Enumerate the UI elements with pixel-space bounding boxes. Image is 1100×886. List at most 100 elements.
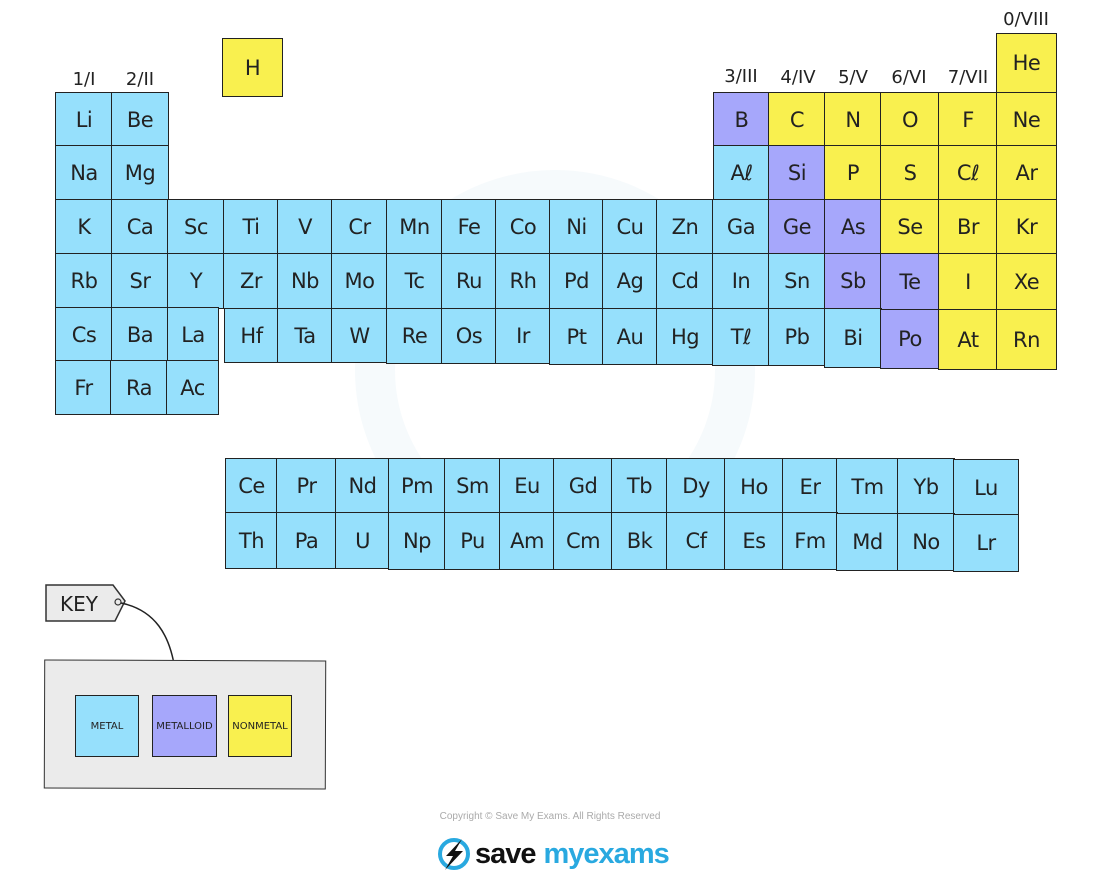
element-Ru: Ru bbox=[441, 253, 497, 309]
element-Lu: Lu bbox=[953, 459, 1019, 516]
element-P: P bbox=[824, 145, 882, 201]
element-Tm: Tm bbox=[836, 458, 899, 515]
element-Md: Md bbox=[836, 513, 899, 571]
element-Ne: Ne bbox=[996, 92, 1057, 147]
element-Sc: Sc bbox=[167, 199, 225, 255]
element-Cl: Cℓ bbox=[938, 145, 998, 201]
element-Xe: Xe bbox=[996, 253, 1057, 311]
element-N: N bbox=[824, 92, 882, 147]
element-Nb: Nb bbox=[277, 253, 333, 309]
element-La: La bbox=[167, 307, 219, 362]
element-Pr: Pr bbox=[276, 458, 337, 514]
group-label-0: 0/VIII bbox=[1003, 9, 1049, 30]
logo-text-myexams: myexams bbox=[543, 837, 670, 870]
logo-text-save: save bbox=[475, 837, 537, 870]
element-Er: Er bbox=[782, 458, 838, 515]
key-metalloid-swatch: METALLOID bbox=[152, 695, 217, 757]
element-K: K bbox=[55, 199, 113, 255]
element-B: B bbox=[713, 92, 770, 147]
element-As: As bbox=[824, 199, 882, 255]
element-Pb: Pb bbox=[768, 308, 826, 366]
element-Pa: Pa bbox=[276, 512, 337, 569]
element-Br: Br bbox=[938, 199, 998, 255]
element-Ge: Ge bbox=[768, 199, 826, 255]
element-Li: Li bbox=[55, 92, 113, 147]
element-Th: Th bbox=[225, 512, 278, 569]
element-Eu: Eu bbox=[499, 458, 555, 514]
element-Ar: Ar bbox=[996, 145, 1057, 201]
element-Cr: Cr bbox=[331, 199, 388, 255]
element-Nd: Nd bbox=[335, 458, 390, 514]
element-Os: Os bbox=[441, 308, 497, 364]
key-tag-icon bbox=[45, 584, 126, 622]
element-Rh: Rh bbox=[495, 253, 551, 309]
element-Pt: Pt bbox=[549, 308, 604, 365]
element-V: V bbox=[277, 199, 333, 255]
element-He: He bbox=[996, 33, 1057, 93]
element-Bi: Bi bbox=[824, 308, 882, 368]
element-Tl: Tℓ bbox=[712, 308, 770, 366]
element-I: I bbox=[938, 253, 998, 311]
element-Te: Te bbox=[880, 253, 940, 311]
element-S: S bbox=[880, 145, 940, 201]
element-Pu: Pu bbox=[444, 512, 501, 570]
group-label-6: 6/VI bbox=[891, 67, 927, 88]
group-label-4: 4/IV bbox=[780, 67, 816, 88]
element-Y: Y bbox=[167, 253, 225, 309]
element-Ac: Ac bbox=[166, 360, 219, 415]
element-Sr: Sr bbox=[111, 253, 169, 309]
element-Ir: Ir bbox=[495, 308, 551, 364]
element-Cd: Cd bbox=[656, 253, 714, 309]
element-Po: Po bbox=[880, 309, 940, 369]
element-Ho: Ho bbox=[724, 458, 784, 515]
element-H: H bbox=[222, 38, 283, 97]
element-Tc: Tc bbox=[386, 253, 443, 309]
element-Hg: Hg bbox=[656, 308, 714, 365]
group-label-3: 3/III bbox=[724, 66, 758, 87]
element-F: F bbox=[938, 92, 998, 147]
element-Au: Au bbox=[602, 308, 658, 365]
element-No: No bbox=[897, 513, 955, 571]
element-Ni: Ni bbox=[549, 199, 604, 255]
element-Pd: Pd bbox=[549, 253, 604, 309]
element-Lr: Lr bbox=[953, 514, 1019, 572]
element-Mn: Mn bbox=[386, 199, 443, 255]
key-metal-swatch: METAL bbox=[75, 695, 139, 757]
save-my-exams-logo: save myexams bbox=[436, 836, 670, 872]
element-Pm: Pm bbox=[388, 458, 446, 514]
element-Np: Np bbox=[388, 512, 446, 570]
element-Cs: Cs bbox=[55, 307, 113, 362]
element-Si: Si bbox=[768, 145, 826, 201]
element-Yb: Yb bbox=[897, 458, 955, 515]
element-Am: Am bbox=[499, 512, 555, 570]
element-Dy: Dy bbox=[666, 458, 726, 514]
element-Fe: Fe bbox=[441, 199, 497, 255]
element-Tb: Tb bbox=[611, 458, 668, 514]
element-Es: Es bbox=[724, 512, 784, 570]
element-Mg: Mg bbox=[111, 145, 169, 201]
element-Mo: Mo bbox=[331, 253, 388, 309]
element-Ba: Ba bbox=[111, 307, 169, 362]
element-Re: Re bbox=[386, 308, 443, 364]
element-Kr: Kr bbox=[996, 199, 1057, 255]
element-Ag: Ag bbox=[602, 253, 658, 309]
element-Ti: Ti bbox=[223, 199, 279, 255]
element-U: U bbox=[335, 512, 390, 569]
key-tag-label: KEY bbox=[60, 592, 98, 616]
element-Ra: Ra bbox=[110, 360, 168, 415]
group-label-2: 2/II bbox=[125, 69, 155, 90]
element-In: In bbox=[712, 253, 770, 309]
element-Cu: Cu bbox=[602, 199, 658, 255]
element-Bk: Bk bbox=[611, 512, 668, 570]
element-Sm: Sm bbox=[444, 458, 501, 514]
element-O: O bbox=[880, 92, 940, 147]
group-label-7: 7/VII bbox=[947, 67, 989, 88]
element-Sn: Sn bbox=[768, 253, 826, 309]
element-Zn: Zn bbox=[656, 199, 714, 255]
copyright-text: Copyright © Save My Exams. All Rights Re… bbox=[439, 811, 661, 822]
element-Ga: Ga bbox=[712, 199, 770, 255]
element-At: At bbox=[938, 309, 998, 370]
element-Rn: Rn bbox=[996, 309, 1057, 370]
element-Fm: Fm bbox=[782, 512, 838, 570]
element-Sb: Sb bbox=[824, 253, 882, 309]
